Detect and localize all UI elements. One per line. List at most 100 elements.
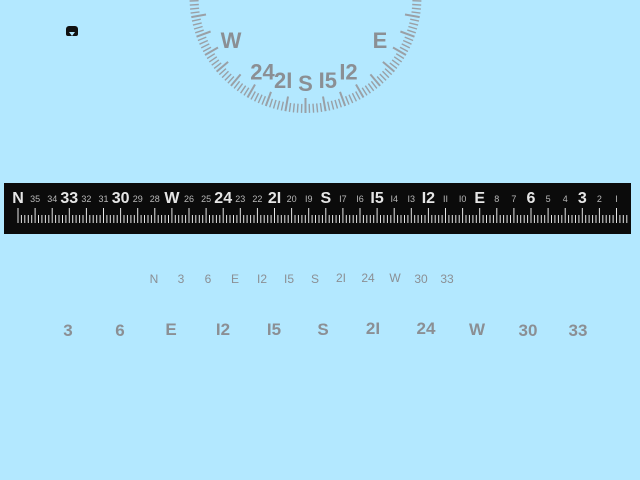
tape-label: 3 [578, 190, 587, 207]
small-heading-label: 30 [414, 272, 428, 286]
large-heading-label: 6 [115, 321, 125, 340]
dial-tick [211, 59, 220, 66]
dial-tick [393, 56, 403, 63]
small-heading-label: S [310, 272, 320, 286]
dial-tick [288, 102, 292, 112]
tape-label: 23 [235, 194, 245, 204]
tape-label: 7 [511, 194, 516, 204]
tape-label: E [474, 190, 485, 207]
large-heading-label: I2 [215, 320, 231, 339]
dial-tick [382, 61, 396, 73]
dial-tick [400, 30, 415, 38]
tape-label: 35 [30, 194, 40, 204]
tape-label: 24 [214, 190, 232, 207]
dial-tick [392, 46, 407, 56]
large-heading-label: S [317, 320, 329, 339]
large-heading-label: W [468, 320, 486, 339]
dial-tick [391, 59, 400, 66]
dial-tick [276, 100, 281, 110]
tape-label: I5 [370, 190, 383, 207]
tape-label: 29 [133, 194, 143, 204]
tape-label: I9 [305, 194, 313, 204]
tape-label: I4 [390, 194, 398, 204]
dial-tick [192, 22, 202, 26]
dial-tick [257, 94, 263, 104]
dial-tick [327, 101, 331, 111]
tape-label: 22 [252, 194, 262, 204]
tape-label: 6 [527, 190, 536, 207]
tape-label: I3 [408, 194, 416, 204]
dial-tick [224, 73, 232, 81]
dial-tick [382, 70, 390, 79]
dial-tick [193, 25, 203, 30]
small-heading-label: 6 [204, 272, 212, 286]
dial-tick [384, 68, 393, 76]
large-heading-label: 2I [365, 319, 381, 338]
tape-label: I [615, 194, 618, 204]
dial-tick [261, 95, 267, 105]
large-heading-label: 3 [63, 321, 73, 340]
dial-tick [319, 102, 323, 112]
dial-tick [199, 39, 209, 45]
dial-tick [246, 84, 256, 98]
small-heading-label: 3 [177, 272, 185, 286]
dial-tick [411, 11, 421, 14]
tape-label: N [12, 190, 24, 207]
dial-tick [189, 3, 199, 6]
dial-tick [410, 18, 420, 22]
tape-label: 26 [184, 194, 194, 204]
dial-tick [370, 80, 378, 89]
dial-tick [361, 87, 368, 96]
dial-tick-group [189, 0, 422, 113]
dial-tick [240, 85, 247, 94]
dial-tick [337, 98, 342, 108]
tape-label: 33 [60, 190, 78, 207]
dial-tick [399, 46, 409, 53]
dial-tick [351, 92, 358, 102]
small-heading-label: E [230, 272, 240, 286]
small-heading-label: W [389, 271, 401, 285]
dial-tick [194, 29, 204, 34]
dial-tick [322, 96, 327, 112]
dial-tick [348, 94, 354, 104]
tape-label: 8 [494, 194, 499, 204]
tape-label: I2 [422, 190, 435, 207]
dial-tick [230, 73, 242, 87]
dial-tick [407, 29, 417, 34]
dial-tick [250, 91, 256, 100]
tape-label: 4 [563, 194, 568, 204]
dial-tick [213, 62, 222, 69]
dial-tick [243, 87, 250, 96]
dial-tick [364, 85, 371, 94]
dial-tick [334, 99, 339, 109]
small-heading-label: I5 [283, 272, 295, 286]
dial-tick [355, 84, 365, 98]
dial-tick [284, 96, 289, 112]
dial-tick [411, 7, 421, 10]
small-heading-label: I2 [256, 272, 268, 286]
dial-tick [330, 100, 335, 110]
dial-tick [402, 39, 412, 45]
dial-label: S [298, 71, 313, 96]
tape-label: 34 [47, 194, 57, 204]
small-heading-label: 2I [335, 271, 347, 285]
large-heading-label: I5 [266, 320, 282, 339]
dial-tick [312, 103, 315, 113]
dial-tick [367, 83, 375, 92]
dial-tick [379, 73, 387, 81]
large-heading-label: 24 [416, 319, 436, 338]
dial-label: I5 [319, 68, 337, 93]
dial-tick [376, 76, 384, 84]
dial-tick [200, 43, 210, 49]
tape-label: 5 [546, 194, 551, 204]
dial-tick [409, 22, 419, 26]
dial-tick [218, 68, 227, 76]
tape-label: W [164, 190, 180, 207]
tape-label: I7 [339, 194, 347, 204]
dial-tick [369, 73, 381, 87]
dial-tick [221, 70, 229, 79]
